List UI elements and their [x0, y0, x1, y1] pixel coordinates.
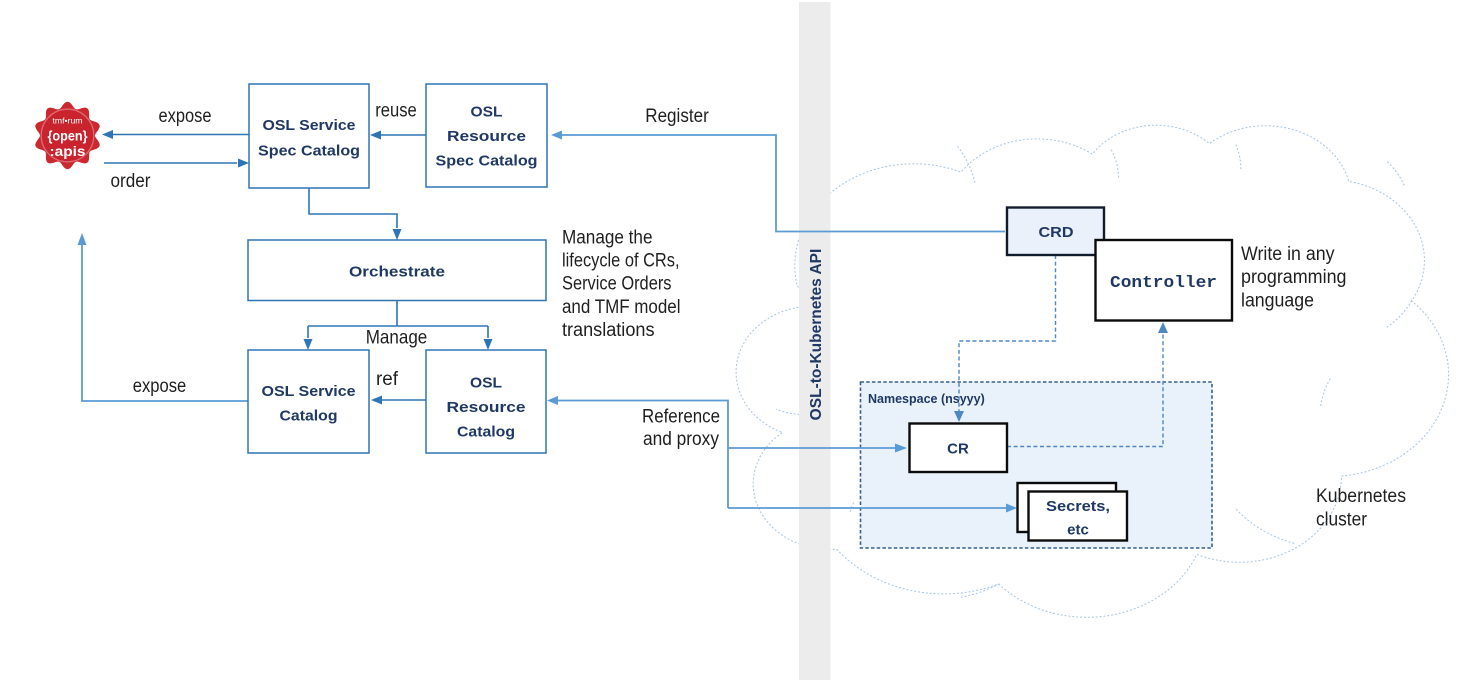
svg-text:OSL: OSL: [471, 104, 503, 121]
svg-text:{open}: {open}: [48, 129, 89, 144]
svg-text:and TMF model: and TMF model: [562, 297, 681, 318]
svg-text:Manage the: Manage the: [562, 227, 653, 248]
svg-text:Namespace (nsyyy): Namespace (nsyyy): [868, 392, 985, 406]
svg-text:OSL Service: OSL Service: [263, 117, 356, 134]
svg-text:Spec Catalog: Spec Catalog: [436, 153, 538, 170]
svg-text:ref: ref: [376, 369, 399, 390]
svg-text:tmf•rum: tmf•rum: [53, 117, 83, 126]
svg-text:translations: translations: [562, 320, 655, 341]
svg-text:Spec Catalog: Spec Catalog: [258, 143, 360, 160]
svg-text:and proxy: and proxy: [643, 429, 719, 450]
svg-text:CR: CR: [947, 441, 969, 458]
svg-text:Reference: Reference: [642, 407, 720, 428]
svg-text:language: language: [1241, 290, 1314, 311]
svg-text:Service Orders: Service Orders: [562, 274, 672, 295]
svg-text:Catalog: Catalog: [280, 408, 338, 425]
svg-text:lifecycle of CRs,: lifecycle of CRs,: [562, 251, 680, 272]
svg-text:etc: etc: [1067, 522, 1089, 539]
svg-text:cluster: cluster: [1316, 510, 1368, 531]
svg-text:Kubernetes: Kubernetes: [1316, 486, 1406, 507]
svg-text:Catalog: Catalog: [457, 424, 515, 441]
svg-text:expose: expose: [159, 106, 212, 127]
svg-text:OSL-to-Kubernetes API: OSL-to-Kubernetes API: [808, 249, 825, 421]
svg-text::apis: :apis: [50, 144, 86, 159]
svg-text:Write in any: Write in any: [1241, 244, 1335, 265]
svg-text:OSL: OSL: [470, 375, 502, 392]
svg-text:OSL Service: OSL Service: [262, 383, 356, 400]
svg-text:Orchestrate: Orchestrate: [349, 264, 445, 281]
svg-text:expose: expose: [133, 376, 187, 397]
svg-text:Manage: Manage: [366, 328, 428, 349]
svg-text:Resource: Resource: [447, 128, 526, 145]
svg-text:Secrets,: Secrets,: [1046, 498, 1110, 515]
svg-text:Controller: Controller: [1110, 274, 1217, 293]
svg-text:order: order: [111, 171, 152, 192]
svg-text:programming: programming: [1241, 267, 1347, 288]
svg-text:Resource: Resource: [447, 399, 526, 416]
svg-text:reuse: reuse: [375, 101, 417, 122]
svg-text:CRD: CRD: [1039, 224, 1074, 241]
svg-text:Register: Register: [645, 106, 709, 127]
